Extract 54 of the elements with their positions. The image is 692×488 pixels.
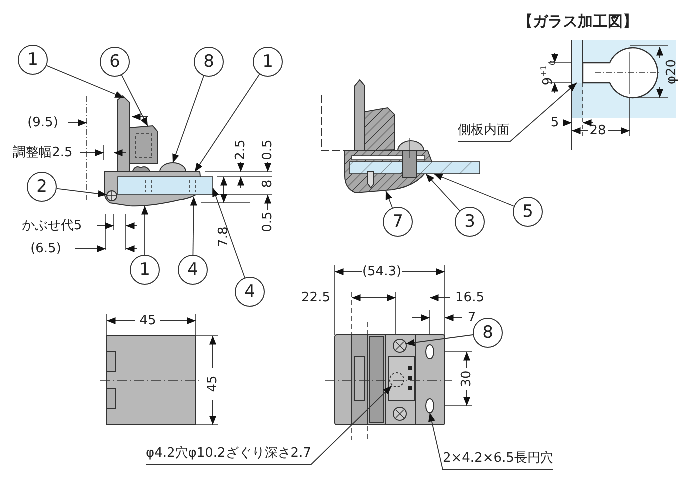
dimension-text: 2.5 xyxy=(234,140,248,160)
callout-number: 2 xyxy=(27,172,57,202)
callout-number: 6 xyxy=(100,47,130,77)
cap-nut xyxy=(160,162,186,172)
leader-line xyxy=(310,386,392,466)
leader-line xyxy=(428,412,444,470)
dimension-text: 30 xyxy=(460,370,474,388)
dimension-text: (54.3) xyxy=(362,266,402,278)
dimension-text: 45 xyxy=(206,376,220,392)
callout-number: 4 xyxy=(235,277,265,307)
leader-line xyxy=(510,82,578,142)
dimension-text: 0.5 xyxy=(262,212,274,232)
callout-text: φ4.2穴φ10.2ざぐり深さ2.7 xyxy=(146,447,312,465)
glass-panel xyxy=(118,176,214,196)
dimension-text: かぶせ代5 xyxy=(22,220,82,232)
dimension-text: 22.5 xyxy=(302,292,330,304)
callout-number: 1 xyxy=(253,47,283,77)
hinge-plate xyxy=(118,95,130,172)
callout-number: 1 xyxy=(130,255,160,285)
leader-line xyxy=(212,188,246,278)
leader-line xyxy=(190,196,198,256)
callout-number: 3 xyxy=(455,207,485,237)
leader-line xyxy=(406,334,474,346)
dimension-text: 5 xyxy=(550,116,560,130)
leader-line xyxy=(121,74,148,127)
callout-number: 4 xyxy=(178,255,208,285)
dimension-text: (6.5) xyxy=(30,242,62,256)
dimension-text: 45 xyxy=(140,314,156,328)
callout-text: 側板内面 xyxy=(458,124,510,142)
counterbored-hole xyxy=(390,372,404,388)
dimension-text: 7.8 xyxy=(218,226,230,248)
leader-line xyxy=(426,174,460,212)
leader-line xyxy=(56,188,108,198)
callout-number: 5 xyxy=(513,197,543,227)
leader-line xyxy=(386,190,394,208)
dimension-text: 調整幅2.5 xyxy=(13,146,73,160)
callout-number: 8 xyxy=(194,47,224,77)
hinge-block xyxy=(130,125,158,164)
callout-number: 1 xyxy=(18,45,48,75)
panel-heading: 【ガラス加工図】 xyxy=(518,14,638,30)
callout-number: 8 xyxy=(473,318,503,348)
dimension-text: 0.5 xyxy=(262,140,274,160)
callout-number: 7 xyxy=(383,207,413,237)
leader-line xyxy=(194,74,260,172)
dimension-text: 16.5 xyxy=(456,292,484,304)
leader-line xyxy=(142,206,148,256)
dimension-text: φ20 xyxy=(666,59,678,85)
leader-line xyxy=(46,65,124,98)
leader-line xyxy=(434,174,515,207)
dimension-text: 28 xyxy=(590,124,606,138)
leader-line xyxy=(172,76,204,164)
dimension-text: 8 xyxy=(262,180,274,188)
dimension-text: (9.5) xyxy=(28,116,58,130)
callout-text: 2×4.2×6.5長円穴 xyxy=(443,452,554,470)
